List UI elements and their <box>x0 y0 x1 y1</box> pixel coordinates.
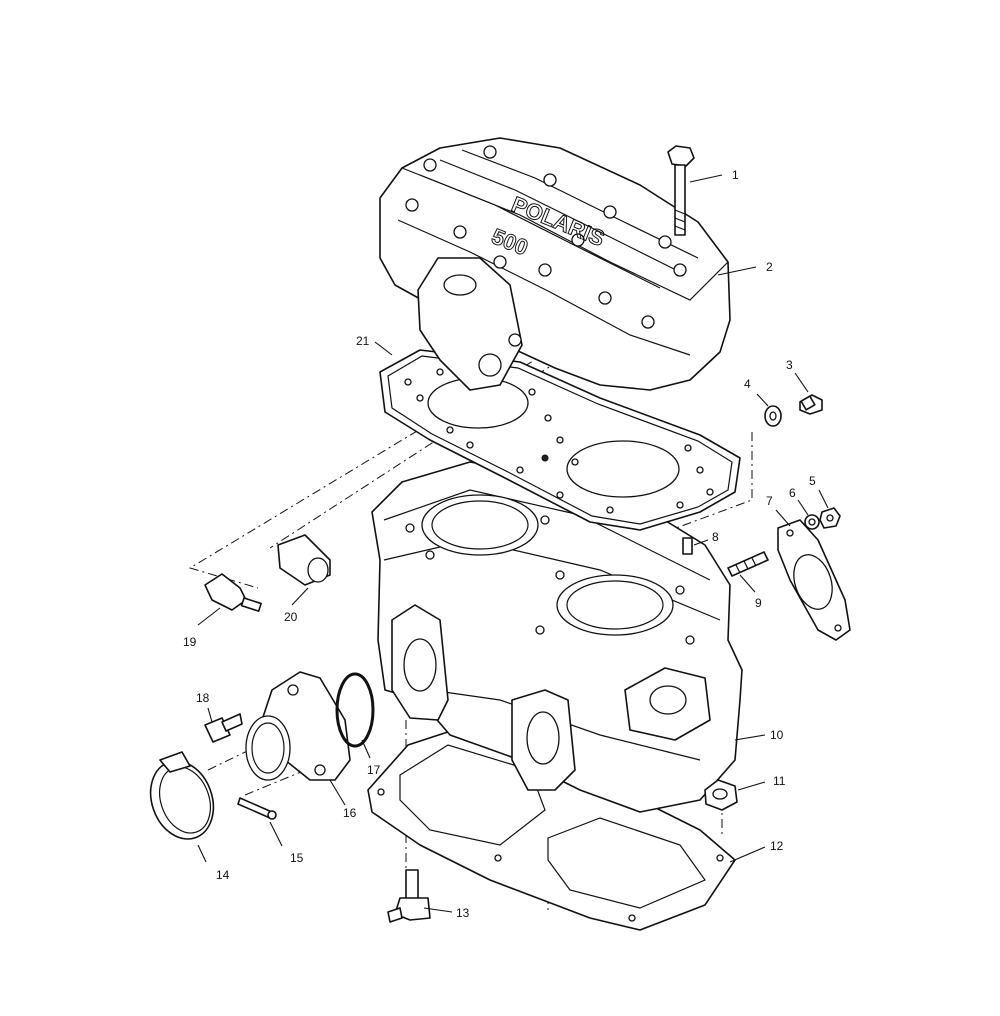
callout-18: 18 <box>196 691 210 705</box>
screw-and-washer <box>764 394 823 427</box>
callout-2: 2 <box>766 260 773 274</box>
callout-21: 21 <box>356 334 370 348</box>
base-nut <box>704 779 738 811</box>
cylinder-block <box>371 461 743 813</box>
intake-adapter <box>245 671 351 781</box>
bleed-fitting <box>387 869 431 923</box>
callout-labels: 1 2 3 4 5 6 7 8 9 10 11 12 13 14 15 16 1… <box>183 168 816 920</box>
callout-20: 20 <box>284 610 298 624</box>
callout-16: 16 <box>343 806 357 820</box>
hose-clamp <box>149 751 215 840</box>
callout-19: 19 <box>183 635 197 649</box>
callout-10: 10 <box>770 728 784 742</box>
callout-17: 17 <box>367 763 381 777</box>
callout-1: 1 <box>732 168 739 182</box>
clamp-screw <box>237 797 277 820</box>
callout-7: 7 <box>766 494 773 508</box>
exhaust-stud <box>727 551 769 577</box>
cylinder-head: POLARIS 500 <box>379 137 731 391</box>
callout-5: 5 <box>809 474 816 488</box>
head-gasket <box>379 349 741 531</box>
callout-15: 15 <box>290 851 304 865</box>
callout-12: 12 <box>770 839 784 853</box>
callout-13: 13 <box>456 906 470 920</box>
callout-8: 8 <box>712 530 719 544</box>
sleeve-fitting <box>277 534 331 586</box>
exhaust-gasket <box>777 519 851 641</box>
temp-sensor <box>204 573 262 612</box>
leader-lines <box>197 174 829 913</box>
callout-3: 3 <box>786 358 793 372</box>
callout-4: 4 <box>744 377 751 391</box>
callout-11: 11 <box>773 774 786 788</box>
o-ring <box>335 672 375 748</box>
callout-14: 14 <box>216 868 230 882</box>
nut-and-washer <box>804 507 841 530</box>
base-gasket <box>367 727 736 931</box>
callout-9: 9 <box>755 596 762 610</box>
head-bolt <box>667 145 695 236</box>
intake-bolt <box>204 713 243 743</box>
callout-6: 6 <box>789 486 796 500</box>
dowel-pin <box>682 537 693 555</box>
